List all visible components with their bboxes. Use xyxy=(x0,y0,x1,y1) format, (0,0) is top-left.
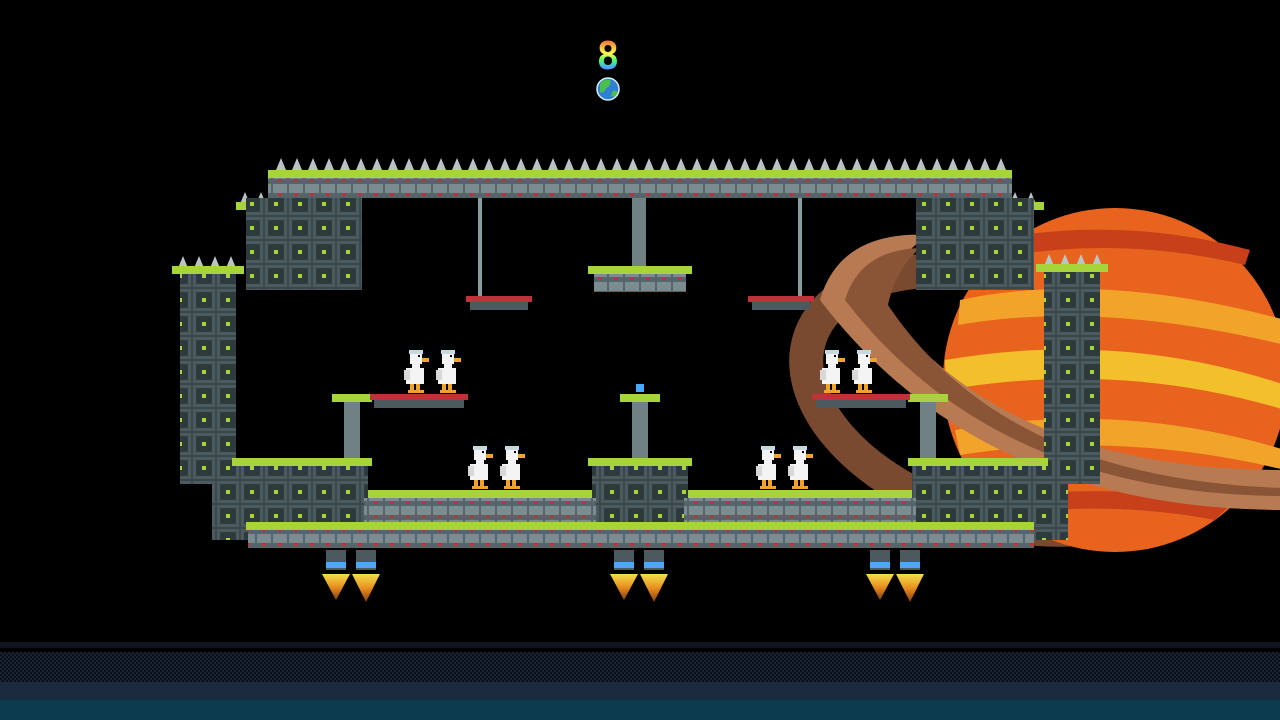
hanging-platform-left xyxy=(466,296,532,302)
item-spawner xyxy=(636,384,644,392)
center-hanger xyxy=(632,198,646,268)
center-top-platform xyxy=(594,274,686,292)
upper-right-block xyxy=(916,198,1034,290)
duck-3 xyxy=(820,350,845,393)
center-pillar xyxy=(632,402,648,462)
duck-6 xyxy=(500,446,525,489)
thrusters xyxy=(322,550,924,602)
thruster-center xyxy=(610,550,668,602)
upper-left-block xyxy=(246,198,362,290)
floor-stripe xyxy=(0,642,1280,720)
top-beam-grass xyxy=(268,170,1012,178)
ledge-left xyxy=(370,394,468,400)
earth-globe-icon xyxy=(596,77,620,101)
hanging-platform-right xyxy=(748,296,814,302)
bottom-hull xyxy=(248,530,1034,548)
right-column xyxy=(1044,272,1100,484)
ducks xyxy=(404,350,877,489)
round-counter: 8 xyxy=(588,36,628,76)
left-column xyxy=(180,274,236,484)
ledge-right xyxy=(812,394,910,400)
top-beam xyxy=(268,178,1012,198)
duck-7 xyxy=(756,446,781,489)
space-station xyxy=(172,158,1108,548)
thruster-left xyxy=(322,550,380,602)
duck-8 xyxy=(788,446,813,489)
duck-1 xyxy=(404,350,429,393)
duck-4 xyxy=(852,350,877,393)
duck-5 xyxy=(468,446,493,489)
duck-2 xyxy=(436,350,461,393)
thruster-right xyxy=(866,550,924,602)
